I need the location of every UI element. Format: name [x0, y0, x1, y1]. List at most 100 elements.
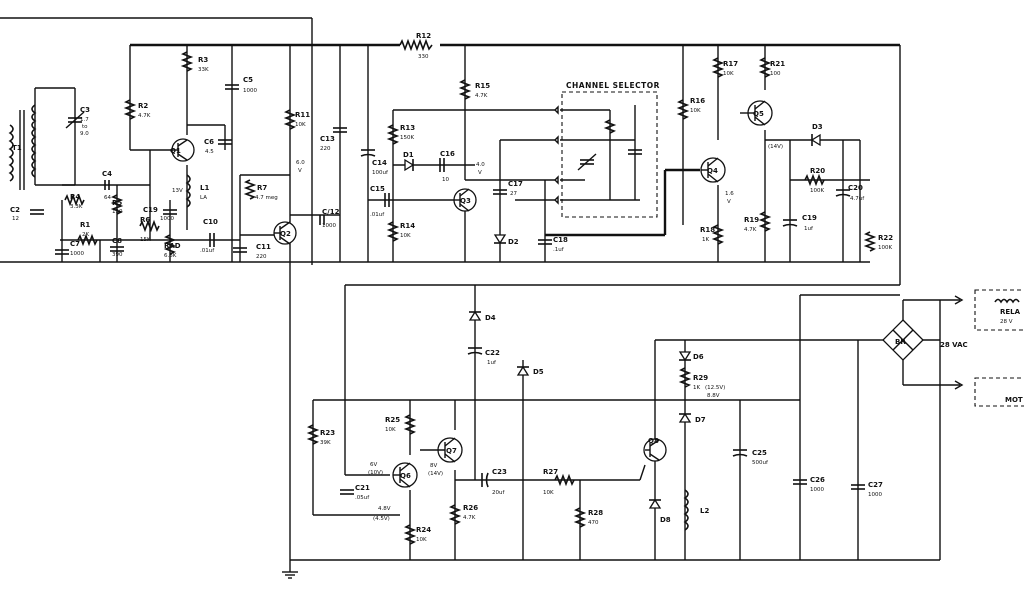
value-r11: 10K — [295, 122, 306, 128]
label-c10: C10 — [203, 218, 218, 226]
diode-d7 — [678, 412, 692, 423]
value-c17: 27 — [510, 191, 517, 197]
voltage-6v-q6: 6V — [370, 462, 377, 468]
label-r28: R28 — [588, 509, 603, 517]
value-c7: 1000 — [70, 251, 84, 257]
label-br: BR — [895, 338, 906, 346]
value-c21: .05uf — [355, 495, 370, 501]
value-r29: 1K — [693, 385, 700, 391]
label-r16: R16 — [690, 97, 705, 105]
value-r23: 39K — [320, 440, 331, 446]
transistor-q5 — [740, 100, 773, 126]
value-r27: 10K — [543, 490, 554, 496]
value-r7: 4.7 meg — [255, 195, 278, 201]
voltage-1-6v: 1.6 — [725, 191, 734, 197]
voltage-8v-q7: 8V — [430, 463, 437, 469]
voltage-4v-unit: V — [478, 170, 482, 176]
label-r5: R5 — [112, 199, 122, 207]
channel-selector-title: CHANNEL SELECTOR — [566, 81, 660, 90]
label-motor: MOT — [1005, 396, 1023, 404]
label-c19b: C19 — [802, 214, 817, 222]
value-c22: 1uf — [487, 360, 497, 366]
value-c10: .01uf — [200, 248, 215, 254]
transformer-t1: T1 — [8, 104, 37, 190]
value-r6: 15K — [140, 237, 151, 243]
inductor-l1 — [185, 174, 191, 208]
value-r25: 10K — [385, 427, 396, 433]
voltage-1-6v-unit: V — [727, 199, 731, 205]
transistor-q3 — [453, 188, 477, 212]
label-c27: C27 — [868, 481, 883, 489]
diode-d3 — [810, 133, 821, 147]
label-c13: C13 — [320, 135, 335, 143]
diode-d6 — [678, 351, 692, 362]
label-c7: C7 — [70, 240, 80, 248]
label-r21: R21 — [770, 60, 785, 68]
label-relay: RELA — [1000, 308, 1021, 316]
voltage-4-5v: (4.5V) — [373, 516, 390, 522]
label-c17: C17 — [508, 180, 523, 188]
value-r1: 2K — [82, 232, 89, 238]
transistor-q6 — [392, 462, 418, 488]
label-r23: R23 — [320, 429, 335, 437]
label-q1: Q1 — [170, 147, 181, 155]
value-r21: 100 — [770, 71, 781, 77]
diode-d2 — [493, 234, 507, 245]
value-relay: 28 V — [1000, 319, 1013, 325]
voltage-6v: 6.0 — [296, 160, 305, 166]
label-d8: D8 — [660, 516, 671, 524]
value-r2: 4.7K — [138, 113, 151, 119]
transistor-q7 — [420, 437, 463, 463]
label-l1: L1 — [200, 184, 209, 192]
label-r27: R27 — [543, 468, 558, 476]
label-d2: D2 — [508, 238, 519, 246]
voltage-6v-unit: V — [298, 168, 302, 174]
label-q5: Q5 — [753, 110, 764, 118]
value-r24: 10K — [416, 537, 427, 543]
label-c19: C19 — [143, 206, 158, 214]
label-c26: C26 — [810, 476, 825, 484]
value-r12: 330 — [418, 54, 429, 60]
label-c6: C6 — [204, 138, 214, 146]
diode-d1 — [404, 158, 415, 172]
value-rad: 6.8K — [164, 253, 177, 259]
label-r25: R25 — [385, 416, 400, 424]
wiring — [0, 17, 960, 579]
value-c23: 20uf — [492, 490, 505, 496]
label-q2: Q2 — [280, 230, 291, 238]
transistor-q8 — [643, 438, 667, 462]
label-r1: R1 — [80, 221, 90, 229]
label-c16: C16 — [440, 150, 455, 158]
transistor-q2 — [273, 221, 297, 245]
value-c27: 1000 — [868, 492, 882, 498]
label-c21: C21 — [355, 484, 370, 492]
value-c25: 500uf — [752, 460, 769, 466]
label-c22: C22 — [485, 349, 500, 357]
value-c5: 1000 — [243, 88, 257, 94]
label-r14: R14 — [400, 222, 415, 230]
diode-d4 — [468, 310, 482, 321]
value-c3-2: to — [82, 124, 88, 130]
value-c3-1: 1.7 — [80, 117, 89, 123]
inductor-l2 — [683, 489, 689, 531]
component-labels: C2 12 C3 1.7 to 9.0 C4 64 R4 3.3K R5 150… — [10, 32, 1023, 543]
value-r14: 10K — [400, 233, 411, 239]
label-r6: R6 — [140, 216, 150, 224]
value-c12: 1000 — [322, 223, 336, 229]
label-q7: Q7 — [446, 447, 457, 455]
inductors — [185, 174, 689, 531]
value-c6: 4.5 — [205, 149, 214, 155]
t1-label: T1 — [12, 144, 22, 152]
label-r2: R2 — [138, 102, 148, 110]
bridge-rectifier — [882, 319, 924, 361]
label-r4: R4 — [70, 193, 80, 201]
value-r18: 1K — [702, 237, 709, 243]
value-r19: 4.7K — [744, 227, 757, 233]
label-28vac: 28 VAC — [940, 341, 968, 349]
diode-d8 — [648, 498, 662, 509]
label-c8: C8 — [112, 237, 122, 245]
label-q6: Q6 — [400, 472, 411, 480]
transistors — [171, 100, 773, 488]
label-r12: R12 — [416, 32, 431, 40]
